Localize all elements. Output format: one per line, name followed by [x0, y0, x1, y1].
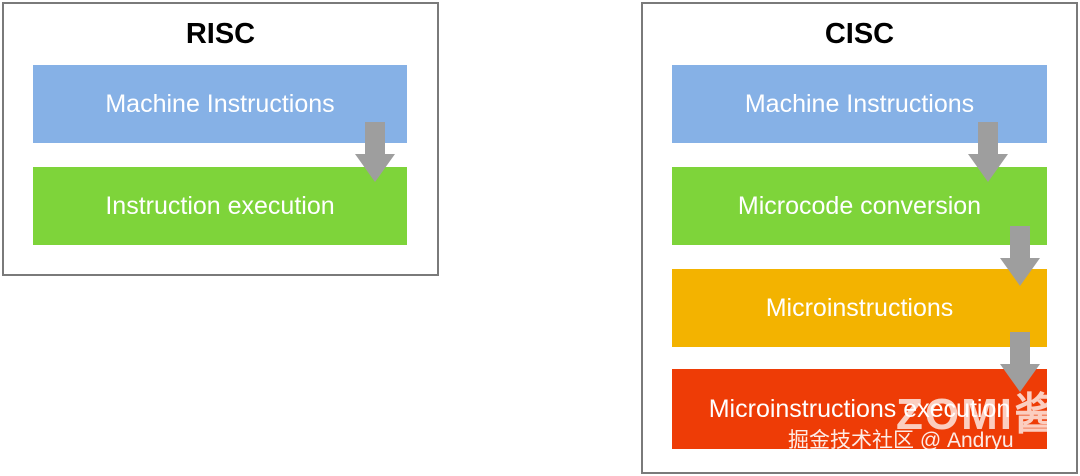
risc-step-instruction-execution: Instruction execution [33, 167, 407, 245]
cisc-step-label: Microinstructions execution [708, 394, 1011, 423]
watermark-credit: 掘金技术社区 @ Andryu [788, 429, 1014, 452]
risc-step-label: Machine Instructions [105, 89, 335, 118]
cisc-step-label: Machine Instructions [744, 89, 975, 118]
cisc-step-microcode-conversion: Microcode conversion [672, 167, 1047, 245]
cisc-step-label: Microinstructions [765, 293, 954, 322]
cisc-step-label: Microcode conversion [737, 191, 982, 220]
risc-title: RISC [185, 18, 256, 50]
cisc-step-microinstructions: Microinstructions [672, 269, 1047, 347]
risc-step-machine-instructions: Machine Instructions [33, 65, 407, 143]
watermark-logo: ZOMI酱 [896, 390, 1060, 439]
down-arrow-icon [355, 122, 395, 182]
down-arrow-icon [1000, 332, 1040, 392]
cisc-step-microinstructions-execution: Microinstructions execution [672, 369, 1047, 449]
down-arrow-icon [968, 122, 1008, 182]
risc-step-label: Instruction execution [105, 191, 335, 220]
cisc-title: CISC [824, 18, 895, 50]
down-arrow-icon [1000, 226, 1040, 286]
